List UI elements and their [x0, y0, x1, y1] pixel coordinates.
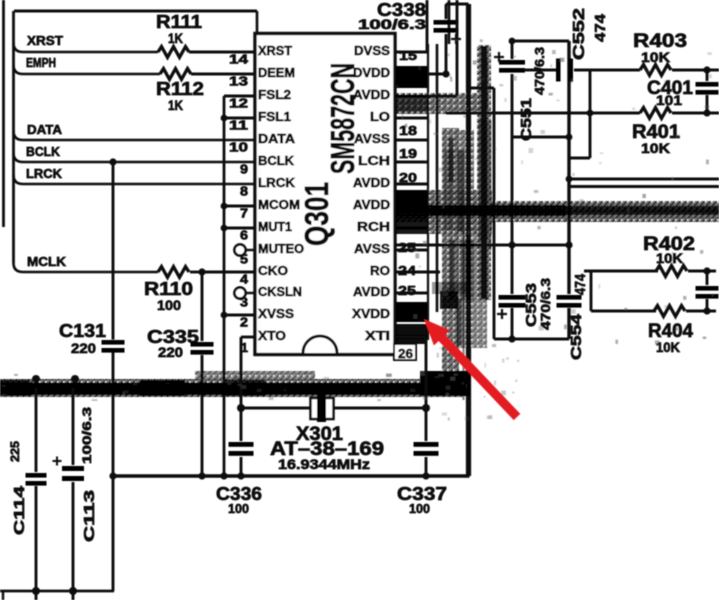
svg-text:6: 6 — [240, 228, 248, 243]
svg-text:XRST: XRST — [27, 33, 63, 48]
svg-text:BCLK: BCLK — [26, 144, 61, 159]
svg-text:470/6.3: 470/6.3 — [538, 278, 553, 330]
svg-text:R110: R110 — [144, 279, 193, 299]
svg-text:XVDD: XVDD — [352, 306, 390, 321]
svg-text:26: 26 — [398, 346, 413, 361]
svg-text:100: 100 — [228, 501, 249, 516]
svg-text:CKSLN: CKSLN — [258, 284, 302, 299]
svg-text:220: 220 — [71, 340, 96, 356]
svg-text:19: 19 — [399, 146, 417, 161]
svg-text:C131: C131 — [59, 321, 106, 341]
svg-text:10K: 10K — [656, 339, 680, 355]
svg-text:MCOM: MCOM — [258, 197, 300, 212]
svg-text:Q301: Q301 — [298, 182, 335, 246]
svg-text:XTI: XTI — [365, 328, 390, 343]
svg-text:10K: 10K — [641, 140, 670, 156]
svg-text:AVSS: AVSS — [354, 241, 390, 256]
svg-text:24: 24 — [398, 263, 417, 278]
svg-text:LO: LO — [370, 109, 390, 124]
svg-text:MCLK: MCLK — [27, 254, 67, 269]
svg-text:11: 11 — [229, 118, 248, 133]
svg-text:R111: R111 — [156, 12, 202, 32]
svg-text:XRST: XRST — [258, 43, 292, 58]
svg-text:10K: 10K — [656, 250, 683, 266]
svg-text:5: 5 — [240, 252, 248, 267]
svg-text:20: 20 — [399, 170, 417, 185]
svg-text:101: 101 — [656, 92, 682, 108]
svg-text:AVDD: AVDD — [353, 175, 390, 190]
svg-text:100: 100 — [409, 501, 430, 516]
svg-text:10K: 10K — [641, 49, 670, 65]
svg-text:16.9344MHz: 16.9344MHz — [278, 456, 370, 472]
svg-text:C553: C553 — [523, 283, 540, 327]
svg-text:220: 220 — [158, 344, 183, 360]
svg-text:MUT1: MUT1 — [258, 219, 292, 234]
svg-text:LRCK: LRCK — [258, 175, 296, 190]
svg-text:DVSS: DVSS — [354, 43, 390, 58]
svg-text:10: 10 — [229, 140, 248, 155]
svg-text:15: 15 — [399, 48, 417, 63]
svg-text:CKO: CKO — [258, 263, 288, 278]
svg-text:C335: C335 — [147, 327, 199, 347]
svg-text:XTO: XTO — [258, 328, 286, 343]
svg-text:7: 7 — [240, 206, 248, 221]
svg-text:100: 100 — [157, 297, 181, 313]
svg-text:2: 2 — [240, 315, 248, 330]
svg-text:LCH: LCH — [358, 153, 390, 168]
svg-text:8: 8 — [240, 184, 248, 199]
svg-text:BCLK: BCLK — [258, 153, 295, 168]
svg-text:SM5872CN: SM5872CN — [324, 63, 361, 174]
svg-text:MUTEO: MUTEO — [258, 241, 304, 256]
svg-text:AVSS: AVSS — [354, 131, 390, 146]
svg-text:AVDD: AVDD — [353, 197, 390, 212]
svg-text:FSL1: FSL1 — [258, 109, 291, 124]
svg-text:C337: C337 — [397, 484, 447, 504]
svg-text:1K: 1K — [168, 30, 183, 46]
svg-text:RCH: RCH — [357, 219, 390, 234]
svg-text:DVDD: DVDD — [353, 65, 390, 80]
svg-text:474: 474 — [572, 273, 589, 295]
svg-text:474: 474 — [592, 13, 609, 42]
svg-text:C551: C551 — [518, 98, 535, 141]
svg-text:R404: R404 — [648, 321, 693, 342]
svg-text:C114: C114 — [11, 485, 28, 535]
svg-text:XVSS: XVSS — [258, 306, 294, 321]
svg-text:1K: 1K — [168, 97, 183, 113]
svg-text:AT–38–169: AT–38–169 — [270, 439, 384, 460]
svg-text:13: 13 — [229, 74, 248, 89]
svg-text:AVDD: AVDD — [353, 284, 390, 299]
svg-text:25: 25 — [398, 283, 416, 298]
svg-text:C336: C336 — [216, 484, 262, 504]
svg-text:C113: C113 — [81, 490, 98, 542]
svg-text:EMPH: EMPH — [26, 55, 56, 70]
svg-text:12: 12 — [229, 96, 248, 111]
svg-text:25: 25 — [398, 240, 416, 255]
svg-text:DATA: DATA — [27, 122, 63, 137]
svg-text:FSL2: FSL2 — [258, 87, 291, 102]
svg-text:R401: R401 — [632, 122, 680, 143]
svg-text:1: 1 — [241, 340, 248, 355]
svg-text:C401: C401 — [647, 78, 693, 99]
svg-text:C554: C554 — [568, 313, 585, 360]
svg-text:100/6.3: 100/6.3 — [80, 407, 94, 464]
svg-text:3: 3 — [240, 295, 248, 310]
svg-text:18: 18 — [399, 123, 417, 138]
svg-text:C338: C338 — [377, 0, 426, 20]
svg-text:9: 9 — [240, 162, 248, 177]
svg-text:AVDD: AVDD — [353, 87, 390, 102]
svg-text:100/6.3: 100/6.3 — [358, 17, 427, 32]
svg-text:C552: C552 — [571, 8, 588, 60]
svg-text:4: 4 — [240, 272, 249, 287]
svg-text:DATA: DATA — [258, 131, 296, 146]
svg-text:470/6.3: 470/6.3 — [532, 47, 547, 95]
svg-text:X301: X301 — [296, 424, 343, 445]
svg-text:RO: RO — [370, 263, 390, 278]
svg-text:225: 225 — [8, 441, 22, 462]
svg-text:R402: R402 — [643, 234, 695, 255]
svg-text:R403: R403 — [633, 31, 687, 52]
svg-text:14: 14 — [229, 52, 249, 67]
svg-text:R112: R112 — [156, 79, 204, 99]
svg-text:LRCK: LRCK — [26, 166, 63, 181]
svg-text:DEEM: DEEM — [258, 65, 295, 80]
